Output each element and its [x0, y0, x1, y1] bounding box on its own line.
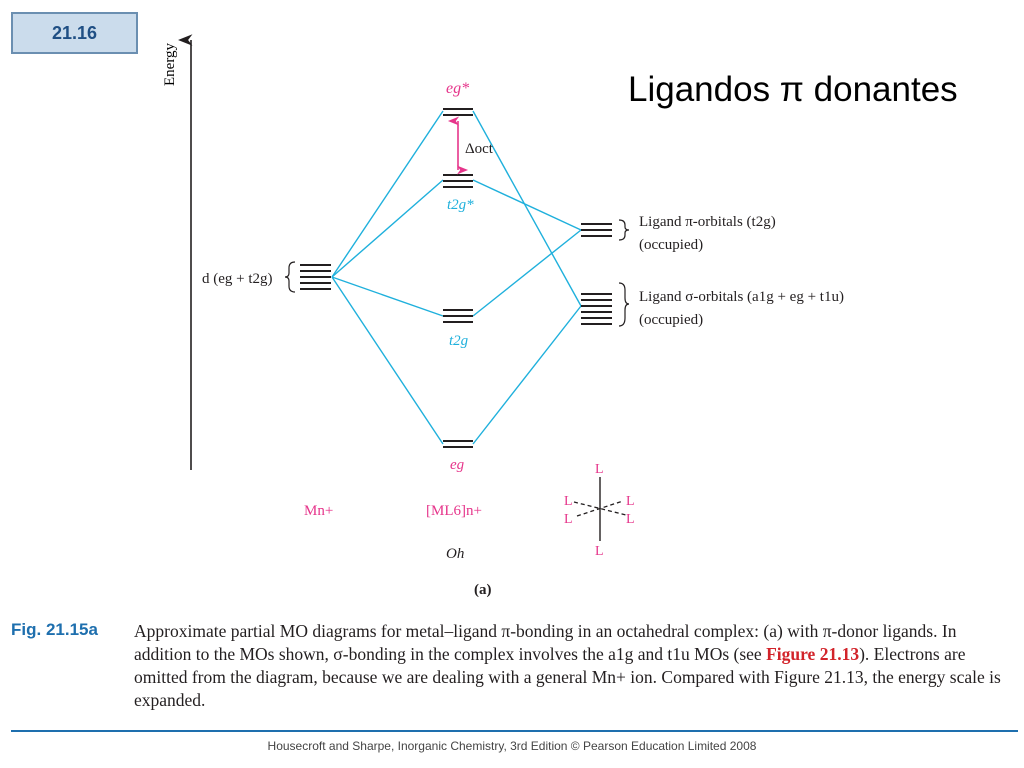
figure-caption: Approximate partial MO diagrams for meta…	[134, 620, 1004, 712]
figure-reference-link[interactable]: Figure 21.13	[766, 644, 860, 664]
t2g-star-label: t2g*	[447, 197, 474, 213]
ligand-pi-brace	[618, 219, 630, 241]
eg-star-label: eg*	[446, 80, 469, 97]
ligand-sigma-levels	[581, 293, 612, 325]
ligand-sigma-brace	[618, 282, 630, 327]
slide-title: Ligandos π donantes	[628, 70, 958, 109]
caption-part-2: ). Electrons are omitted from the diagra…	[134, 644, 1001, 710]
eg-levels	[443, 440, 473, 448]
metal-ion-label: Mn+	[304, 503, 333, 519]
metal-d-brace	[284, 261, 296, 293]
correlation-lines	[331, 110, 582, 445]
footer-rule	[11, 730, 1018, 732]
ligand-sigma-occupied: (occupied)	[639, 312, 703, 328]
t2g-levels	[443, 309, 473, 323]
slide-number-badge: 21.16	[11, 12, 138, 54]
ligand-top: L	[595, 462, 604, 477]
t2g-label: t2g	[449, 333, 469, 349]
ligand-pi-occupied: (occupied)	[639, 237, 703, 253]
eg-star-levels	[443, 108, 473, 116]
ligand-right-back: L	[626, 494, 635, 509]
point-group-label: Oh	[446, 546, 464, 562]
figure-label: Fig. 21.15a	[11, 620, 98, 639]
panel-label: (a)	[474, 582, 492, 598]
ligand-left-front: L	[564, 512, 573, 527]
octahedral-geometry: L L L L L L	[564, 462, 635, 559]
t2g-star-levels	[443, 174, 473, 188]
caption-part-1: Approximate partial MO diagrams for meta…	[134, 621, 957, 664]
footer-credit: Housecroft and Sharpe, Inorganic Chemist…	[267, 739, 757, 753]
ligand-left-back: L	[564, 494, 573, 509]
eg-label: eg	[450, 457, 465, 473]
metal-d-label: d (eg + t2g)	[202, 271, 273, 287]
energy-axis-label: Energy	[162, 42, 178, 86]
ligand-right-front: L	[626, 512, 635, 527]
ligand-bottom: L	[595, 544, 604, 559]
mo-diagram: Energy	[162, 34, 844, 598]
metal-d-levels	[300, 264, 331, 290]
ligand-pi-levels	[581, 223, 612, 237]
ligand-sigma-label: Ligand σ-orbitals (a1g + eg + t1u)	[639, 289, 844, 305]
ligand-pi-label: Ligand π-orbitals (t2g)	[639, 214, 776, 230]
delta-oct-label: Δoct	[465, 141, 494, 157]
complex-label: [ML6]n+	[426, 503, 482, 519]
slide-number: 21.16	[51, 22, 98, 43]
